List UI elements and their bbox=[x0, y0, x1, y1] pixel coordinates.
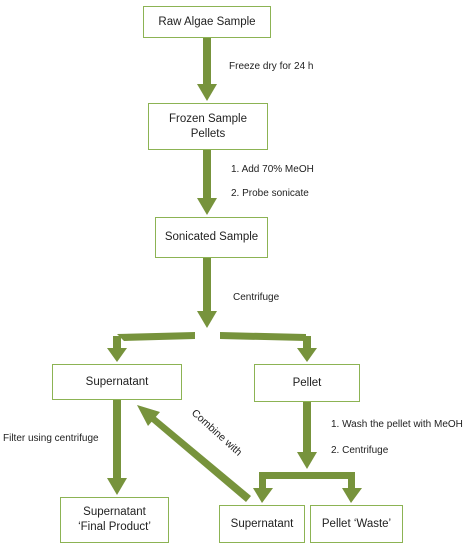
node-final-label-1: Supernatant bbox=[83, 506, 146, 518]
node-sonicated-label: Sonicated Sample bbox=[164, 231, 259, 243]
node-pellet: Pellet bbox=[254, 364, 360, 402]
node-supernatant-second: Supernatant bbox=[219, 505, 305, 543]
arrow-sonicated-to-split bbox=[197, 258, 217, 328]
arrow-supernatant-to-final bbox=[107, 400, 127, 495]
node-raw-label: Raw Algae Sample bbox=[158, 15, 256, 28]
arrow-pellet-to-split2 bbox=[297, 402, 317, 469]
node-pellet-waste: Pellet ‘Waste’ bbox=[310, 505, 403, 543]
node-pellet-label: Pellet bbox=[292, 376, 322, 389]
step-centrifuge: Centrifuge bbox=[233, 292, 280, 303]
node-sonicated-sample: Sonicated Sample bbox=[155, 217, 268, 258]
arrow-branch-right bbox=[220, 332, 317, 362]
node-supernatant2-label: Supernatant bbox=[230, 517, 294, 530]
node-frozen-sample-pellets: Frozen Sample Pellets bbox=[148, 103, 268, 150]
step-probe-sonicate: 2. Probe sonicate bbox=[231, 188, 309, 199]
node-frozen-label-2: Pellets bbox=[190, 127, 226, 140]
arrow-combine bbox=[137, 405, 251, 502]
step-centrifuge-2: 2. Centrifuge bbox=[331, 445, 389, 456]
node-supernatant: Supernatant bbox=[52, 364, 182, 400]
arrow-branch-left bbox=[107, 332, 195, 362]
arrow-split2 bbox=[253, 472, 362, 503]
node-pellet-waste-label: Pellet ‘Waste’ bbox=[321, 517, 392, 530]
node-final-label-2: ‘Final Product’ bbox=[78, 521, 151, 533]
node-raw-algae-sample: Raw Algae Sample bbox=[143, 6, 271, 38]
arrow-frozen-to-sonicated bbox=[197, 150, 217, 215]
arrow-raw-to-frozen bbox=[197, 38, 217, 101]
step-filter-centrifuge: Filter using centrifuge bbox=[3, 433, 99, 444]
node-frozen-label-1: Frozen Sample bbox=[169, 112, 247, 125]
step-add-meoh: 1. Add 70% MeOH bbox=[231, 164, 314, 175]
step-wash-pellet: 1. Wash the pellet with MeOH bbox=[331, 419, 463, 430]
node-supernatant-label: Supernatant bbox=[85, 375, 149, 388]
node-supernatant-final-product: Supernatant ‘Final Product’ bbox=[60, 497, 169, 543]
step-freeze-dry: Freeze dry for 24 h bbox=[229, 61, 314, 72]
